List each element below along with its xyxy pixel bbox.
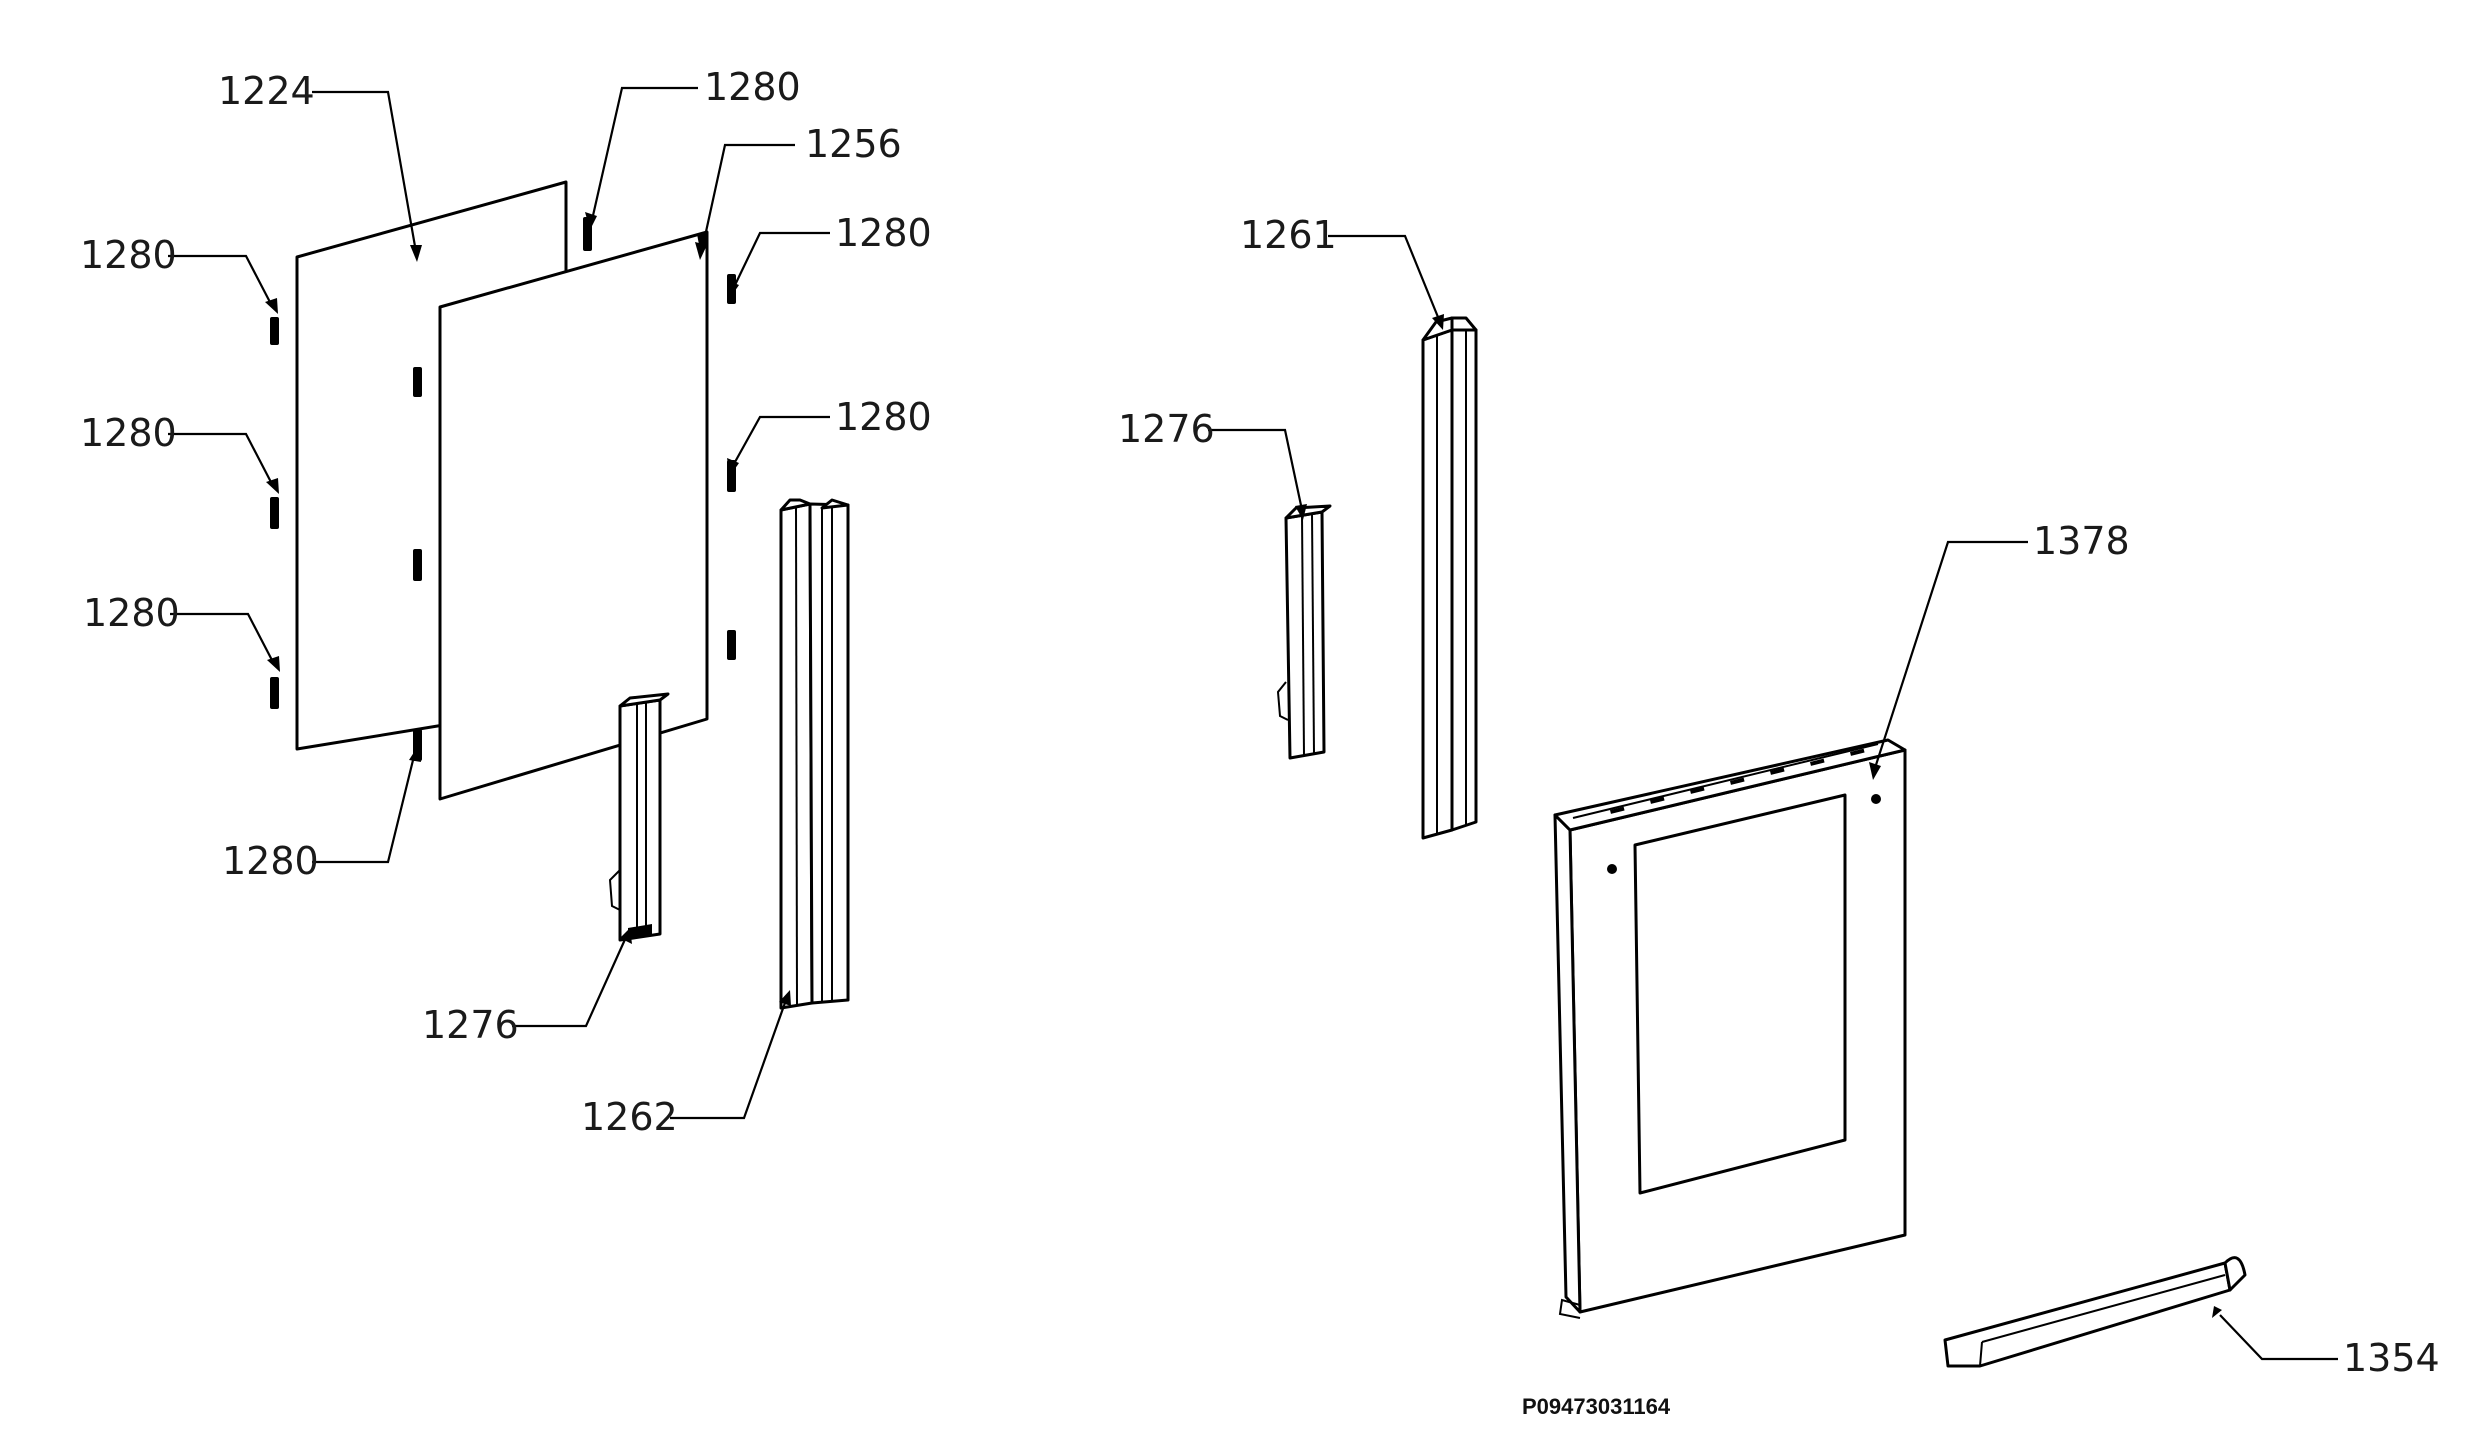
label-1354: 1354 (2343, 1336, 2440, 1380)
door-frame-1378 (1553, 738, 1907, 1319)
bracket-1276-left (608, 692, 670, 942)
label-1280-left-3: 1280 (83, 591, 180, 635)
label-1280-right-upper: 1280 (835, 211, 932, 255)
profile-1261 (1421, 316, 1478, 840)
drawing-code: P09473031164 (1522, 1394, 1671, 1419)
label-1280-top: 1280 (704, 65, 801, 109)
label-1280-right-lower: 1280 (835, 395, 932, 439)
label-1280-left-1: 1280 (80, 233, 177, 277)
label-1224: 1224 (218, 69, 315, 113)
part-labels: 1224 1280 1256 1280 1280 1280 1280 1280 … (80, 65, 2440, 1419)
label-1262: 1262 (581, 1095, 678, 1139)
label-1280-bottom: 1280 (222, 839, 319, 883)
label-1280-left-2: 1280 (80, 411, 177, 455)
leader-lines (168, 86, 2338, 1361)
label-1256: 1256 (805, 122, 902, 166)
profile-1262 (779, 498, 850, 1010)
handle-1354 (1943, 1256, 2247, 1368)
label-1378: 1378 (2033, 519, 2130, 563)
label-1276-right: 1276 (1118, 407, 1215, 451)
bracket-1276-right (1276, 504, 1332, 760)
label-1276-left: 1276 (422, 1003, 519, 1047)
label-1261: 1261 (1240, 213, 1337, 257)
glass-panel-1256 (438, 230, 709, 801)
